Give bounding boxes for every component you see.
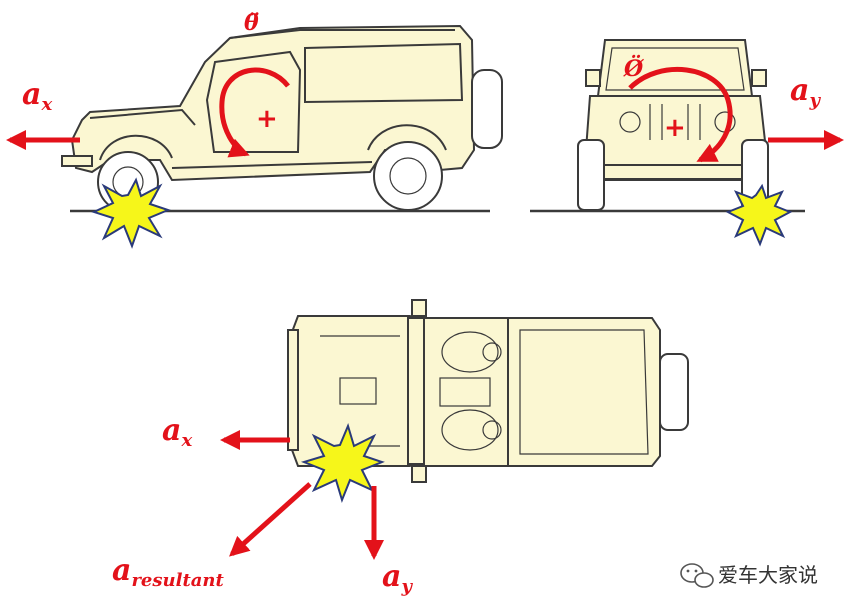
front-view-cg-mark: +: [664, 113, 686, 143]
side-view-front-bumper: [61, 155, 93, 167]
top-view-console: [439, 377, 491, 407]
side-view-rocker: [171, 161, 373, 169]
side-view-cg-mark: +: [256, 104, 278, 134]
front-view-left-headlight: [619, 111, 641, 133]
front-view-left-tire: [577, 139, 605, 211]
side-view-hood-line: [89, 108, 196, 126]
side-view: + θ̈ ax: [6, 10, 503, 249]
side-view-rear-panel: [304, 42, 464, 104]
top-view-left-seat: [441, 331, 499, 373]
front-view-right-mirror: [751, 69, 767, 87]
front-view-windshield: [605, 47, 745, 91]
wechat-icon: [680, 563, 714, 588]
top-view-spare-tire: [659, 353, 689, 431]
side-view-door: [205, 50, 302, 153]
front-view-roll-label: Ø̈: [623, 56, 644, 82]
top-view-resultant-arrow: [229, 482, 312, 557]
top-view-impact-burst: [300, 423, 385, 504]
watermark-text: 爱车大家说: [718, 563, 818, 587]
front-view-impact-burst: [725, 183, 793, 247]
top-view: ax ay aresultant: [112, 299, 689, 597]
side-view-front-fender: [99, 134, 173, 161]
side-view-rear-fender: [367, 124, 447, 151]
top-view-right-seat: [441, 409, 499, 451]
front-view-bumper: [599, 164, 751, 180]
top-view-resultant-label: aresultant: [112, 553, 225, 591]
front-view-left-mirror: [585, 69, 601, 87]
top-view-windshield: [407, 317, 425, 465]
side-view-ax-label: ax: [22, 77, 52, 115]
top-view-right-mirror: [411, 465, 427, 483]
top-view-ay-label: ay: [382, 559, 413, 597]
side-view-impact-burst: [91, 177, 171, 249]
watermark: 爱车大家说: [680, 563, 818, 588]
top-view-hood: [291, 315, 419, 467]
top-view-front-bumper: [287, 329, 299, 451]
front-view-roll-arrow: [628, 66, 733, 163]
side-view-pitch-label: θ̈: [244, 10, 259, 36]
front-view: + Ø̈ ay: [530, 39, 844, 247]
side-view-spare-tire: [471, 69, 503, 149]
top-view-cabin: [423, 317, 509, 467]
top-view-rear-body: [507, 317, 661, 467]
front-view-ay-label: ay: [790, 73, 821, 111]
side-view-rear-wheel: [373, 141, 443, 211]
top-view-left-mirror: [411, 299, 427, 317]
side-view-pitch-arrow: [219, 67, 290, 158]
side-view-roof-line: [229, 29, 455, 39]
top-view-ax-label: ax: [162, 413, 192, 451]
